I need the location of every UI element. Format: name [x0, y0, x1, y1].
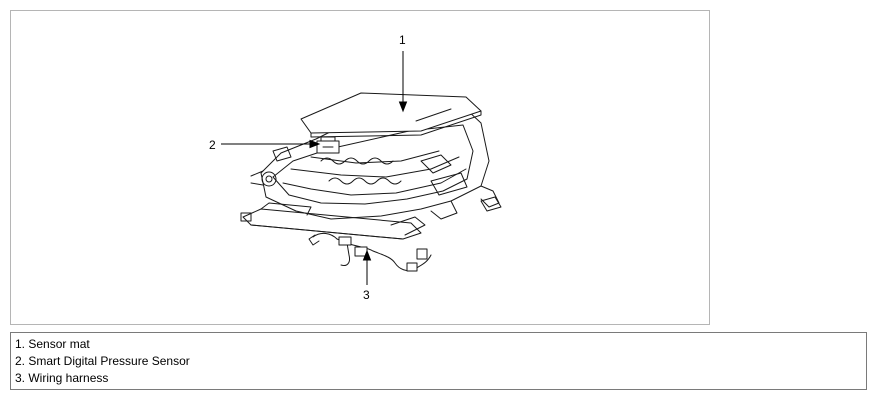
seat-assembly-diagram: 1 2 3 — [209, 33, 502, 302]
legend-item-sensor-mat: 1. Sensor mat — [15, 337, 90, 351]
pressure-sensor-drawing — [316, 136, 340, 154]
callout-2: 2 — [209, 138, 216, 152]
callout-2-arrow — [309, 139, 321, 149]
sensor-mat-drawing — [300, 92, 482, 138]
diagram-frame: 1 2 3 — [10, 10, 710, 325]
legend-item-wiring-harness: 3. Wiring harness — [15, 371, 109, 385]
legend-box: 1. Sensor mat 2. Smart Digital Pressure … — [10, 332, 867, 390]
callout-3: 3 — [363, 288, 370, 302]
callout-1-arrow — [398, 101, 408, 113]
callout-1: 1 — [399, 33, 406, 47]
legend-item-pressure-sensor: 2. Smart Digital Pressure Sensor — [15, 354, 190, 368]
seat-rails-drawing — [240, 196, 502, 240]
wiring-harness-drawing — [308, 232, 432, 272]
callout-3-arrow — [362, 249, 372, 261]
